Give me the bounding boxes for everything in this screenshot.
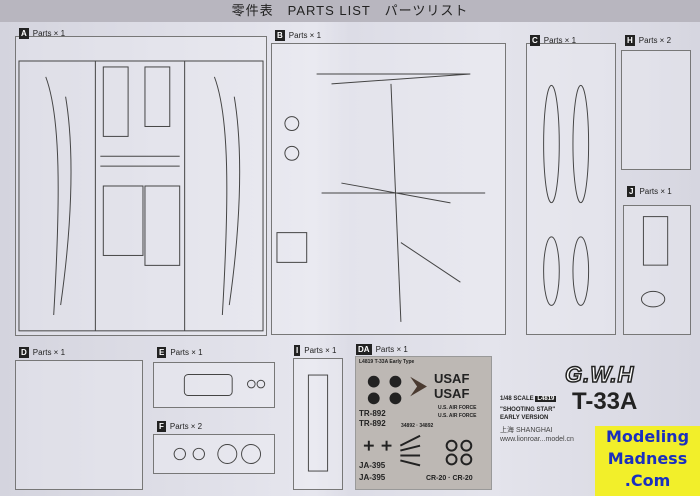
scale-text: 1/48 SCALE bbox=[500, 396, 534, 402]
parts-count: Parts × 2 bbox=[638, 36, 672, 45]
sprue-key: E bbox=[157, 347, 167, 358]
decal-sheet: L4819 T-33A Early Type USAF USAF U.S. AI… bbox=[355, 356, 492, 490]
sprue-key: F bbox=[157, 421, 166, 432]
sprue-a-drawing bbox=[18, 60, 264, 332]
parts-count: Parts × 1 bbox=[543, 36, 577, 45]
decal-usaf: USAF bbox=[434, 386, 470, 401]
sprue-j-drawing bbox=[640, 216, 669, 308]
decal-usaf: USAF bbox=[434, 371, 470, 386]
parts-count: Parts × 2 bbox=[169, 422, 203, 431]
decal-header: L4819 T-33A Early Type bbox=[359, 359, 415, 365]
sprue-key: C bbox=[530, 35, 540, 46]
manufacturer-address: 上海 SHANGHAI www.lionroar...model.cn bbox=[500, 426, 574, 444]
decal-tr: TR-892 bbox=[359, 419, 386, 428]
decal-insignia bbox=[363, 375, 473, 467]
decal-usaf-long: U.S. AIR FORCE bbox=[438, 413, 477, 419]
model-subtitle: "SHOOTING STAR" EARLY VERSION bbox=[500, 406, 555, 422]
sprue-key: H bbox=[625, 35, 635, 46]
city: 上海 SHANGHAI bbox=[500, 427, 553, 434]
sprue-key: J bbox=[627, 186, 636, 197]
decal-usaf-long: U.S. AIR FORCE bbox=[438, 405, 477, 411]
parts-count: Parts × 1 bbox=[304, 346, 337, 355]
gwh-logo: G.W.H bbox=[564, 361, 635, 388]
parts-count: Parts × 1 bbox=[32, 29, 66, 38]
watermark-line: .Com bbox=[624, 471, 671, 490]
sprue-key: A bbox=[19, 28, 29, 39]
subtitle-1: "SHOOTING STAR" bbox=[500, 407, 556, 413]
decal-ja: JA-395 bbox=[359, 461, 386, 470]
sprue-i-drawing bbox=[307, 374, 329, 472]
decal-tr: TR-892 bbox=[359, 409, 386, 418]
sprue-b-drawing bbox=[276, 73, 486, 322]
kit-code: L4819 bbox=[535, 396, 557, 402]
parts-count: Parts × 1 bbox=[32, 348, 66, 357]
parts-count: Parts × 1 bbox=[375, 345, 408, 354]
sprue-c-drawing bbox=[543, 84, 590, 306]
website: www.lionroar...model.cn bbox=[500, 436, 574, 443]
sprue-key: D bbox=[19, 347, 29, 358]
sprue-f-drawing bbox=[173, 444, 262, 464]
parts-count: Parts × 1 bbox=[288, 31, 322, 40]
parts-count: Parts × 1 bbox=[170, 348, 203, 357]
page-title: 零件表 PARTS LIST パーツリスト bbox=[0, 0, 700, 22]
decal-serials: 34892 · 34892 bbox=[401, 423, 434, 429]
watermark-line: Madness bbox=[607, 449, 688, 468]
sprue-e-drawing bbox=[183, 374, 266, 396]
sprue-key: DA bbox=[356, 344, 372, 355]
parts-count: Parts × 1 bbox=[639, 187, 672, 196]
decal-cr: CR-20 · CR-20 bbox=[426, 475, 473, 482]
decal-ja: JA-395 bbox=[359, 473, 386, 482]
box-scale: 1/48 SCALE L4819 bbox=[500, 396, 557, 402]
watermark-line: Modeling bbox=[605, 427, 690, 446]
sprue-key: I bbox=[294, 345, 301, 356]
sprue-key: B bbox=[275, 30, 285, 41]
subtitle-2: EARLY VERSION bbox=[500, 415, 549, 421]
model-name: T-33A bbox=[572, 388, 638, 415]
